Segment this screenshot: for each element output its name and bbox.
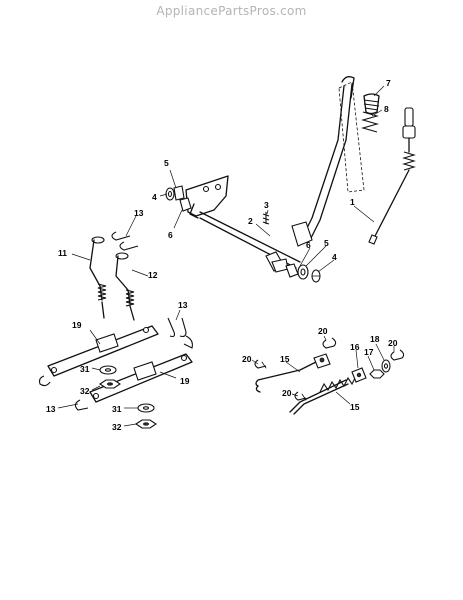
callout-32-upper: 32 [80,386,90,396]
callout-15-lower: 15 [350,402,360,412]
callout-5-right: 5 [324,238,329,248]
part-4-washer-right[interactable] [311,269,321,283]
callout-6-right: 6 [306,240,311,250]
callout-8: 8 [384,104,389,114]
callout-16: 16 [350,342,360,352]
callout-6-left: 6 [168,230,173,240]
part-17-nut[interactable] [369,369,385,379]
callout-18: 18 [370,334,380,344]
part-4-washer-left[interactable] [165,187,175,201]
callout-13-right: 13 [178,300,188,310]
callout-4-right: 4 [332,252,337,262]
part-16-trunnion[interactable] [351,367,367,383]
callout-20-top: 20 [318,326,328,336]
callout-19-upper: 19 [72,320,82,330]
lift-bracket-plate [185,175,229,219]
part-20-clip-right[interactable] [390,349,405,361]
part-8-spring[interactable] [360,111,380,133]
part-13-clip-right[interactable] [167,317,193,349]
callout-15-upper: 15 [280,354,290,364]
part-12-lift-link[interactable] [115,252,135,321]
callout-31-upper: 31 [80,364,90,374]
callout-4-left: 4 [152,192,157,202]
callout-13-left: 13 [46,404,56,414]
part-15-rod-lower[interactable] [289,375,357,415]
callout-3: 3 [264,200,269,210]
callout-13-top: 13 [134,208,144,218]
part-20-clip-top[interactable] [322,337,337,349]
part-31-washer-lower[interactable] [137,403,155,413]
callout-31-lower: 31 [112,404,122,414]
part-6-bushing-left[interactable] [179,197,192,212]
part-32-nut-lower[interactable] [135,419,157,429]
part-6-bushing-right[interactable] [285,263,299,278]
part-1-lift-rod[interactable] [368,107,416,245]
part-19-hanger-upper[interactable] [47,325,159,377]
callout-12: 12 [148,270,158,280]
part-13-clip-left[interactable] [38,375,89,411]
part-13-clip-top[interactable] [111,231,139,251]
part-31-washer-upper[interactable] [99,365,117,375]
callout-7: 7 [386,78,391,88]
part-20-clip-left[interactable] [254,359,267,369]
part-5-bushing-right[interactable] [297,264,309,280]
part-20-clip-mid[interactable] [294,391,307,401]
callout-17: 17 [364,347,374,357]
part-19-hanger-lower[interactable] [89,353,193,403]
callout-2: 2 [248,216,253,226]
callout-1: 1 [350,197,355,207]
lift-lever-arm [291,76,365,247]
part-5-bushing-left[interactable] [173,185,185,201]
callout-20-left: 20 [242,354,252,364]
leader-lines [57,85,395,427]
callout-11: 11 [58,248,67,258]
callout-19-lower: 19 [180,376,190,386]
part-18-washer[interactable] [381,359,391,373]
callout-32-lower: 32 [112,422,122,432]
callout-20-right: 20 [388,338,398,348]
part-2-lift-shaft[interactable] [199,211,301,273]
part-11-lift-link[interactable] [89,236,107,319]
part-15-rod-upper[interactable] [255,353,331,393]
part-32-nut-upper[interactable] [99,379,121,389]
callout-5-left: 5 [164,158,169,168]
part-7-handle-grip[interactable] [363,93,380,115]
callout-20-mid: 20 [282,388,292,398]
watermark: AppliancePartsPros.com [156,4,307,18]
part-3-pin[interactable] [262,212,270,225]
